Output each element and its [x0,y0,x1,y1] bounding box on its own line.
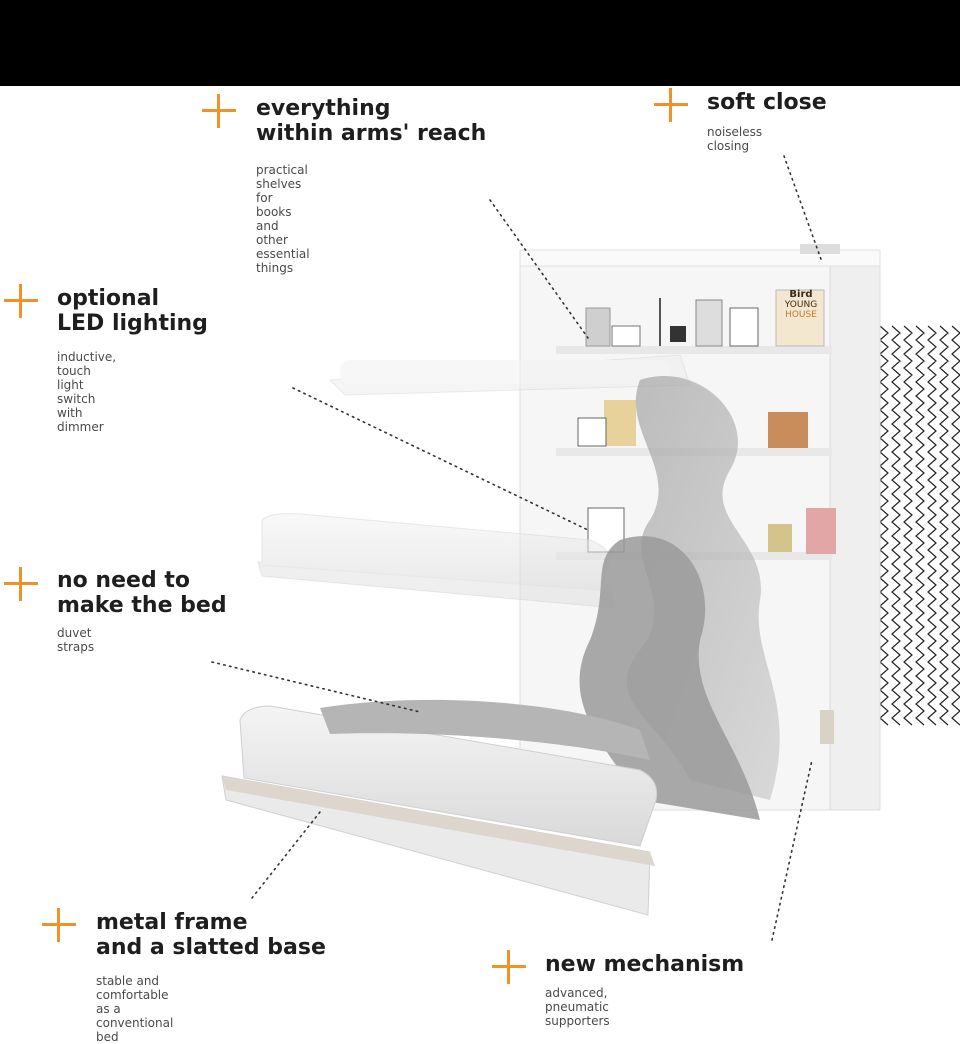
ghost-bed-frames [257,354,691,609]
shelf-items [577,289,836,554]
feature-title: new mechanism [545,952,745,977]
zigzag-pattern [879,325,960,726]
feature-description: practical shelves for books and other [256,163,308,247]
feature-title: everything [256,96,391,121]
feature-title: and a slatted base [96,935,326,960]
leader-lines [211,155,823,941]
feature-description: advanced, pneumatic supporters [545,986,610,1028]
plus-icon [4,567,38,601]
feature-description: with dimmer [57,406,104,434]
feature-title: LED lighting [57,311,208,336]
plus-icon [654,88,688,122]
feature-title: metal frame [96,910,248,935]
plus-icon [492,950,526,984]
plus-icon [202,94,236,128]
zigzag-line [951,325,960,726]
zigzag-line [915,325,925,726]
feature-description: essential things [256,247,310,275]
zigzag-line [891,325,901,726]
feature-title: optional [57,286,160,311]
feature-title: no need to [57,568,190,593]
plus-icon [42,908,76,942]
book-cover-title: Bird [789,289,813,300]
feature-title: make the bed [57,593,227,618]
zigzag-line [903,325,913,726]
top-black-bar [0,0,960,86]
feature-description: stable and comfortable as a conventional… [96,974,174,1044]
feature-title: within arms' reach [256,121,487,146]
feature-description: inductive, touch light switch [57,350,117,406]
feature-description: duvet straps [57,626,95,654]
book-cover-title: HOUSE [785,310,817,320]
feature-description: noiseless closing [707,125,763,153]
book-cover: Bird YOUNG HOUSE [778,289,824,321]
plus-icon [4,284,38,318]
zigzag-line [879,325,889,726]
feature-title: soft close [707,90,827,115]
book-cover-title: YOUNG [784,300,818,310]
open-bed [221,699,834,916]
zigzag-line [939,325,949,726]
wall-bed-illustration [211,155,960,941]
zigzag-line [927,325,937,726]
